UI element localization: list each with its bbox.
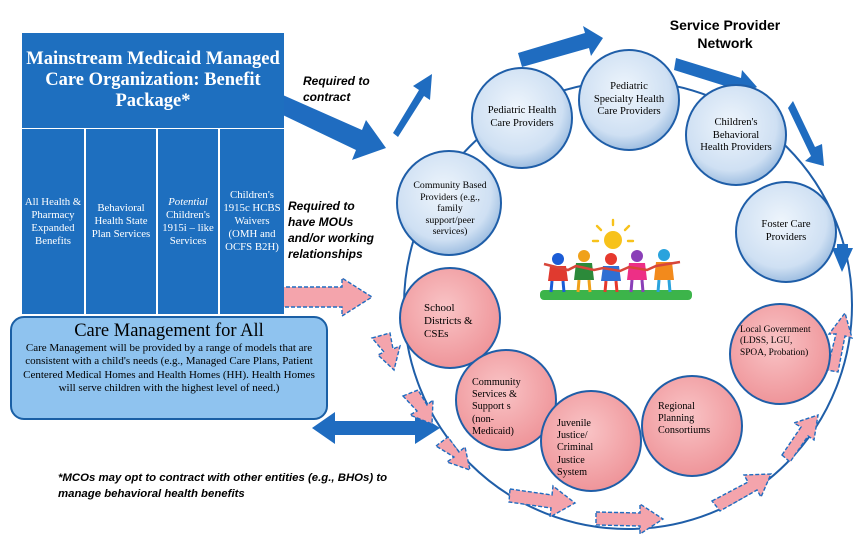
provider-label-community: Community Based Providers (e.g., family … (413, 180, 487, 238)
potential-word: Potential (168, 195, 208, 208)
sun-icon (591, 218, 635, 249)
bubble-local-gov (729, 303, 831, 405)
bubble-behavioral (685, 84, 787, 186)
arrow-right-1 (788, 101, 824, 166)
care-management-body: Care Management will be provided by a ra… (23, 342, 315, 395)
footnote: *MCOs may opt to contract with other ent… (58, 472, 388, 500)
pink-arrow-5 (595, 502, 665, 536)
partner-label-school: School Districts & CSEs (424, 302, 473, 340)
care-management-box: Care Management for All Care Management … (10, 316, 328, 420)
required-mous-label: Required to have MOUs and/or working rel… (288, 199, 375, 261)
partner-label-local-gov: Local Government (LDSS, LGU, SPOA, Proba… (740, 325, 811, 358)
benefit-label-behavioral: Behavioral Health State Plan Services (91, 202, 151, 240)
bubble-juvenile (540, 390, 642, 492)
partner-label-community-services: Community Services & Support s (non-Medi… (472, 377, 521, 437)
bubble-community-services (455, 349, 557, 451)
benefit-label-all-health: All Health & Pharmacy Expanded Benefits (24, 195, 82, 247)
bubble-regional (641, 375, 743, 477)
ring-arrows-pink (273, 276, 854, 536)
partner-bubbles (399, 267, 831, 492)
provider-label-specialty: Pediatric Specialty Health Care Provider… (593, 81, 665, 118)
arrow-top-1 (393, 74, 432, 137)
benefit-column-all-health: All Health & Pharmacy Expanded Benefits (22, 129, 84, 314)
benefit-label-1915i: Potential Children's 1915i – like Servic… (158, 196, 218, 248)
partner-label-regional: Regional Planning Consortiums (658, 401, 711, 437)
required-to-contract-label: Required to contract (303, 74, 370, 104)
benefit-column-1915i: Potential Children's 1915i – like Servic… (158, 129, 218, 314)
pink-arrow-8 (826, 311, 854, 373)
pink-arrow-4 (508, 484, 577, 519)
pink-arrow-7 (781, 413, 819, 464)
provider-bubbles (396, 49, 837, 283)
children-holding-hands-icon (540, 218, 692, 300)
bubble-school (399, 267, 501, 369)
benefit-column-behavioral: Behavioral Health State Plan Services (86, 129, 156, 314)
pink-arrow-2 (401, 389, 434, 426)
bubble-specialty (578, 49, 680, 151)
pink-arrow-6 (710, 473, 773, 512)
provider-label-behavioral: Children's Behavioral Health Providers (700, 117, 772, 154)
mco-title-box: Mainstream Medicaid Managed Care Organiz… (22, 33, 284, 128)
bubble-community (396, 150, 502, 256)
pink-arrow-1 (370, 332, 402, 372)
arrow-right-2 (832, 244, 853, 272)
network-title: Service Provider Network (669, 17, 781, 51)
benefit-1915i-rest: Children's 1915i – like Services (162, 208, 214, 247)
care-management-title: Care Management for All (74, 321, 264, 341)
arrow-care-bidirectional (312, 412, 440, 444)
bubble-pediatric (471, 67, 573, 169)
arrow-mous (273, 276, 374, 318)
pink-arrow-3 (434, 436, 471, 472)
benefit-label-1915c: Children's 1915c HCBS Waivers (OMH and O… (223, 189, 281, 253)
partner-label-juvenile: Juvenile Justice/ Criminal Justice Syste… (557, 418, 594, 478)
benefit-column-1915c: Children's 1915c HCBS Waivers (OMH and O… (220, 129, 284, 314)
arrow-top-2 (518, 26, 603, 67)
mco-title: Mainstream Medicaid Managed Care Organiz… (26, 49, 280, 111)
bubble-foster (735, 181, 837, 283)
provider-label-pediatric: Pediatric Health Care Providers (487, 105, 557, 129)
provider-label-foster: Foster Care Providers (761, 219, 811, 243)
